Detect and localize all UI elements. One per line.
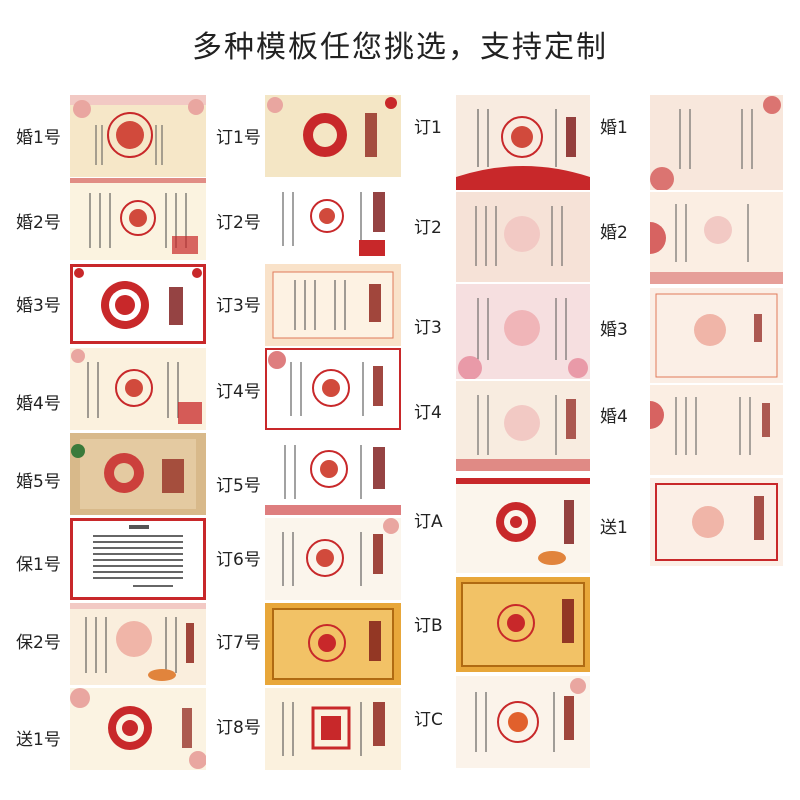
template-thumb-hun5hao[interactable] [70, 433, 206, 515]
template-thumb-ding4[interactable] [456, 381, 590, 471]
page-title: 多种模板任您挑选，支持定制 [192, 30, 608, 65]
template-artwork [282, 518, 399, 586]
template-artwork [272, 608, 394, 680]
label-song1: 送1 [600, 518, 628, 538]
label-hun5hao: 婚5号 [16, 472, 61, 492]
template-thumb-hun3[interactable] [650, 288, 783, 383]
label-bao1hao: 保1号 [16, 555, 61, 575]
template-artwork [282, 192, 385, 256]
template-artwork [267, 97, 397, 157]
template-thumb-dingA[interactable] [456, 478, 590, 573]
template-artwork [282, 702, 385, 756]
template-artwork [268, 351, 383, 416]
label-ding4: 订4 [414, 403, 442, 423]
template-artwork [650, 397, 770, 455]
template-artwork [70, 603, 206, 681]
template-thumb-ding3[interactable] [456, 284, 590, 379]
label-hun1hao: 婚1号 [16, 128, 61, 148]
template-artwork [475, 678, 586, 752]
label-ding7hao: 订7号 [216, 633, 261, 653]
template-artwork [461, 582, 585, 667]
template-artwork [70, 178, 206, 254]
template-artwork [655, 483, 778, 561]
template-thumb-hun2[interactable] [650, 192, 783, 284]
template-thumb-hun1[interactable] [650, 95, 783, 190]
template-artwork [272, 271, 394, 339]
template-thumb-dingB[interactable] [456, 577, 590, 672]
label-ding5hao: 订5号 [216, 476, 261, 496]
label-hun2: 婚2 [600, 223, 628, 243]
template-artwork [650, 204, 783, 284]
label-ding2: 订2 [414, 218, 442, 238]
template-thumb-ding2hao[interactable] [265, 178, 401, 260]
label-dingA: 订A [414, 512, 443, 532]
template-artwork [456, 478, 590, 565]
template-thumb-bao1hao[interactable] [70, 518, 206, 600]
label-ding3: 订3 [414, 318, 442, 338]
label-ding3hao: 订3号 [216, 296, 261, 316]
template-artwork [70, 95, 206, 165]
label-ding4hao: 订4号 [216, 382, 261, 402]
label-hun3hao: 婚3号 [16, 296, 61, 316]
label-hun3: 婚3 [600, 320, 628, 340]
template-artwork [71, 349, 202, 424]
template-thumb-ding2[interactable] [456, 192, 590, 282]
template-artwork [655, 293, 778, 378]
template-artwork [93, 525, 183, 587]
label-ding1hao: 订1号 [216, 128, 261, 148]
template-artwork [71, 439, 196, 509]
template-artwork [650, 96, 781, 190]
template-artwork [456, 109, 590, 190]
template-thumb-ding3hao[interactable] [265, 264, 401, 346]
template-artwork [475, 206, 563, 266]
template-artwork [74, 268, 202, 329]
template-thumb-bao2hao[interactable] [70, 603, 206, 685]
label-dingB: 订B [414, 616, 443, 636]
label-ding2hao: 订2号 [216, 213, 261, 233]
template-thumb-ding1hao[interactable] [265, 95, 401, 177]
label-hun2hao: 婚2号 [16, 213, 61, 233]
template-thumb-dingC[interactable] [456, 676, 590, 768]
template-thumb-ding1[interactable] [456, 95, 590, 190]
template-thumb-ding5hao[interactable] [265, 433, 401, 515]
template-artwork [458, 298, 588, 379]
template-thumb-ding8hao[interactable] [265, 688, 401, 770]
template-artwork [70, 688, 206, 769]
label-ding6hao: 订6号 [216, 550, 261, 570]
template-artwork [265, 445, 401, 515]
template-thumb-hun4hao[interactable] [70, 348, 206, 430]
template-thumb-ding6hao[interactable] [265, 518, 401, 600]
template-thumb-song1[interactable] [650, 478, 783, 566]
label-ding1: 订1 [414, 118, 442, 138]
template-thumb-ding4hao[interactable] [265, 348, 401, 430]
template-thumb-hun3hao[interactable] [70, 264, 206, 344]
template-thumb-hun1hao[interactable] [70, 95, 206, 177]
template-thumb-ding7hao[interactable] [265, 603, 401, 685]
template-artwork [456, 395, 590, 471]
label-hun4: 婚4 [600, 407, 628, 427]
template-thumb-hun2hao[interactable] [70, 178, 206, 260]
label-bao2hao: 保2号 [16, 633, 61, 653]
template-thumb-hun4[interactable] [650, 385, 783, 475]
label-dingC: 订C [414, 710, 443, 730]
template-thumb-song1hao[interactable] [70, 688, 206, 770]
label-ding8hao: 订8号 [216, 718, 261, 738]
label-hun4hao: 婚4号 [16, 394, 61, 414]
label-hun1: 婚1 [600, 118, 628, 138]
label-song1hao: 送1号 [16, 730, 61, 750]
